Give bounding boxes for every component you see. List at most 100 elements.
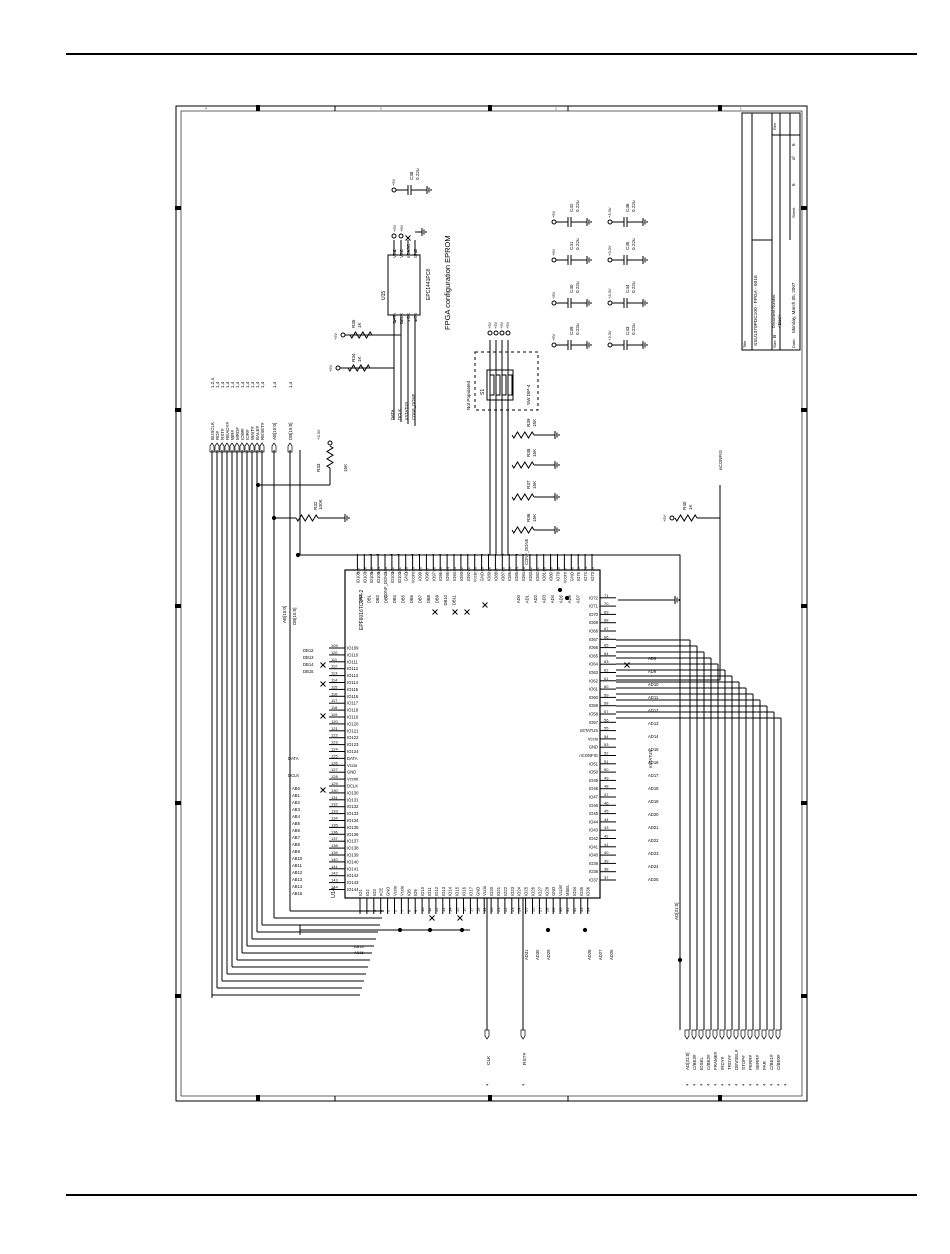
offpage-connector bbox=[684, 1029, 690, 1040]
rail-label: +5V bbox=[391, 178, 396, 186]
ab-label: AB8 bbox=[292, 842, 301, 847]
pin-name: Vccint bbox=[558, 884, 563, 896]
pin-name: GND bbox=[347, 770, 356, 775]
offpage-sheet-ref: 4 bbox=[734, 1083, 739, 1086]
pin-number: 41 bbox=[604, 842, 609, 847]
offpage-sheet-ref: 4 bbox=[769, 1083, 774, 1086]
pin-name: GND bbox=[551, 887, 556, 896]
eprom-pin-number: 8 bbox=[392, 249, 397, 252]
pin-name: IO24 bbox=[517, 886, 522, 896]
resistor-symbol bbox=[674, 514, 698, 522]
pin-number: 84 bbox=[514, 566, 519, 571]
bus-signal-label: AB[15:0] bbox=[272, 423, 277, 440]
rail-terminal bbox=[487, 330, 493, 336]
offpage-connector bbox=[775, 1029, 781, 1040]
fpga-part: EPF6016TC144-2 bbox=[359, 589, 365, 630]
rail-label: +5V bbox=[333, 332, 338, 340]
bus-page-ref: 1,4 bbox=[255, 381, 260, 388]
pin-number: 13 bbox=[441, 907, 446, 912]
offpage-sheet-ref: 4 bbox=[692, 1083, 697, 1086]
pin-name: IO22 bbox=[503, 886, 508, 896]
offpage-connector bbox=[249, 442, 255, 453]
pin-name: IO40 bbox=[589, 853, 599, 858]
pin-name: Vccio bbox=[588, 736, 599, 741]
resistor-value: 15K bbox=[532, 418, 537, 427]
pin-name: Vccint bbox=[347, 777, 359, 782]
zone-tick bbox=[175, 994, 181, 998]
pin-number: 2 bbox=[365, 909, 370, 912]
eprom-net-label: DCLK bbox=[397, 409, 402, 420]
pin-number: 86 bbox=[500, 566, 505, 571]
pci-signal-label: PERR# bbox=[748, 1054, 753, 1070]
pin-name: IO23 bbox=[510, 886, 515, 896]
pci-signal-label: SERR# bbox=[755, 1054, 760, 1070]
rail-label: +5V bbox=[399, 224, 404, 232]
db-bus-label: DB[15:0] bbox=[292, 607, 297, 625]
pin-number: 95 bbox=[438, 566, 443, 571]
bus-signal-label: IOR# bbox=[245, 429, 250, 440]
no-connect-mark bbox=[405, 235, 411, 241]
db-label: DB13 bbox=[303, 655, 314, 660]
ad-label: AD26 bbox=[609, 949, 614, 960]
resistor-symbol bbox=[511, 431, 535, 439]
pin-name: IO42 bbox=[589, 836, 599, 841]
pin-name: IO66 bbox=[589, 645, 599, 650]
rst-label: RST# bbox=[522, 1052, 528, 1065]
pin-number: 9 bbox=[413, 909, 418, 912]
pin-name: DCLK bbox=[347, 784, 358, 789]
offpage-connector bbox=[254, 442, 260, 453]
ad-label: AD10 bbox=[648, 682, 659, 687]
rail-terminal bbox=[499, 330, 505, 336]
pin-number: 49 bbox=[604, 775, 609, 780]
ab-label: AB15 bbox=[354, 950, 365, 955]
pin-number: 39 bbox=[604, 858, 609, 863]
zone-tick bbox=[801, 994, 807, 998]
rail-label: +3.3V bbox=[607, 207, 612, 218]
pin-number: 139 bbox=[331, 850, 338, 855]
pci-signal-label: PAR bbox=[762, 1060, 767, 1070]
resistor-value: 15K bbox=[532, 480, 537, 489]
pin-name: IO64 bbox=[589, 662, 599, 667]
pin-number: 19 bbox=[482, 907, 487, 912]
offpage-connector bbox=[484, 1029, 490, 1040]
no-connect-mark bbox=[457, 915, 463, 921]
pin-number: 144 bbox=[331, 885, 338, 890]
pin-name: IO46 bbox=[589, 803, 599, 808]
pin-number: 70 bbox=[604, 601, 609, 606]
ad-label: AD8 bbox=[648, 656, 657, 661]
pin-name: IO140 bbox=[347, 859, 359, 864]
zone-label: 3 bbox=[380, 107, 382, 111]
pin-name: IO9 bbox=[413, 889, 418, 896]
bus-page-ref: 1,4 bbox=[245, 381, 250, 388]
offpage-sheet-ref: 4 bbox=[521, 1083, 526, 1086]
ab-label: AB6 bbox=[292, 828, 301, 833]
rail-label: +5V bbox=[493, 321, 498, 329]
pin-number: 114 bbox=[331, 678, 338, 683]
pin-name: IO60 bbox=[589, 695, 599, 700]
ab-label: AB11 bbox=[292, 863, 303, 868]
pci-signal-label: C/BE3# bbox=[692, 1054, 697, 1070]
resistor-symbol bbox=[326, 445, 334, 469]
pin-number: 27 bbox=[537, 907, 542, 912]
pin-number: 55 bbox=[604, 726, 609, 731]
eprom-pin-number: 4 bbox=[413, 319, 418, 322]
pin-number: 47 bbox=[604, 792, 609, 797]
dip-switch bbox=[495, 374, 501, 396]
pin-number: 94 bbox=[445, 566, 450, 571]
pin-number: 43 bbox=[604, 825, 609, 830]
eprom-pin-name: nCS bbox=[413, 313, 418, 321]
capacitor-ref: C44 bbox=[625, 284, 630, 293]
bus-page-ref: 1,4 bbox=[220, 381, 225, 388]
pin-number: 135 bbox=[331, 822, 338, 827]
bus-signal-label: RESET# bbox=[260, 422, 265, 440]
pin-number: 82 bbox=[528, 566, 533, 571]
pin-number: 123 bbox=[331, 740, 338, 745]
offpage-connector bbox=[229, 442, 235, 453]
pin-name: IO130 bbox=[347, 790, 359, 795]
ad-label: AD9 bbox=[648, 669, 657, 674]
pin-name: IO93 bbox=[459, 571, 464, 581]
pin-number: 54 bbox=[604, 734, 609, 739]
db-label: DB7 bbox=[418, 594, 423, 603]
resistor-symbol bbox=[511, 461, 535, 469]
